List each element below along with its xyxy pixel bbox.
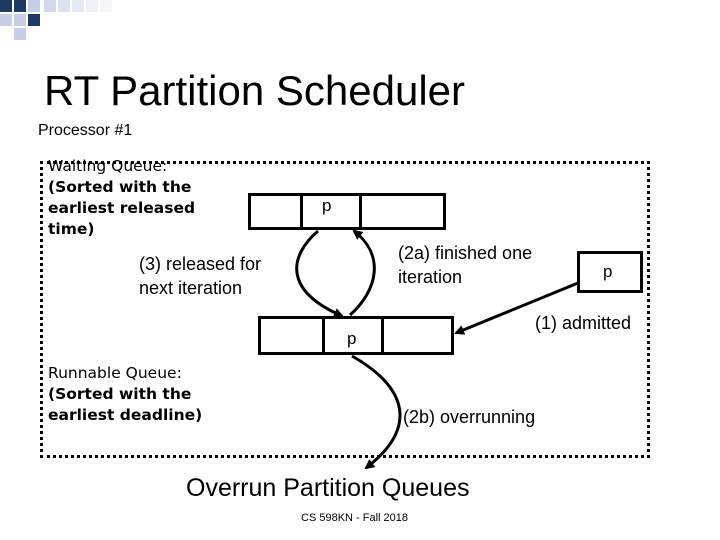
finished-label-line1: (2a) finished one [398,243,533,263]
finished-label: (2a) finished one iteration [398,241,532,289]
overrun-queues-label: Overrun Partition Queues [186,474,470,502]
runnable-queue-line3: earliest deadline) [48,406,203,424]
waiting-queue-line2: (Sorted with the [48,178,192,196]
processor-boundary [40,161,650,458]
waiting-queue-label: Waiting Queue: (Sorted with the earliest… [48,156,195,240]
finished-arrow [349,229,376,317]
released-label: (3) released for next iteration [139,252,261,300]
admitted-arrow [454,281,579,335]
processor-label: Processor #1 [38,122,133,139]
page-title: RT Partition Scheduler [44,67,466,114]
released-arrow [295,229,344,318]
overrunning-arrow [351,354,402,470]
admitted-label: (1) admitted [535,313,632,333]
runnable-queue-line1: Runnable Queue: [48,364,182,382]
waiting-partition-label: p [322,196,332,215]
footer-text: CS 598KN - Fall 2018 [301,512,408,524]
released-label-line2: next iteration [139,278,243,298]
incoming-partition-box [577,251,643,293]
corner-decoration [0,0,112,40]
finished-label-line2: iteration [398,267,463,287]
overrunning-label: (2b) overrunning [403,407,536,427]
waiting-queue-head-slot [300,193,362,230]
runnable-queue-head-slot [322,316,384,355]
runnable-queue-line2: (Sorted with the [48,385,192,403]
released-label-line1: (3) released for [139,254,262,274]
waiting-queue-line3: earliest released [48,199,196,217]
waiting-queue-line4: time) [48,220,95,238]
runnable-queue-label: Runnable Queue: (Sorted with the earlies… [48,363,202,426]
waiting-queue-line1: Waiting Queue: [48,157,168,175]
incoming-partition-label: p [603,262,613,281]
runnable-partition-label: p [347,329,357,348]
